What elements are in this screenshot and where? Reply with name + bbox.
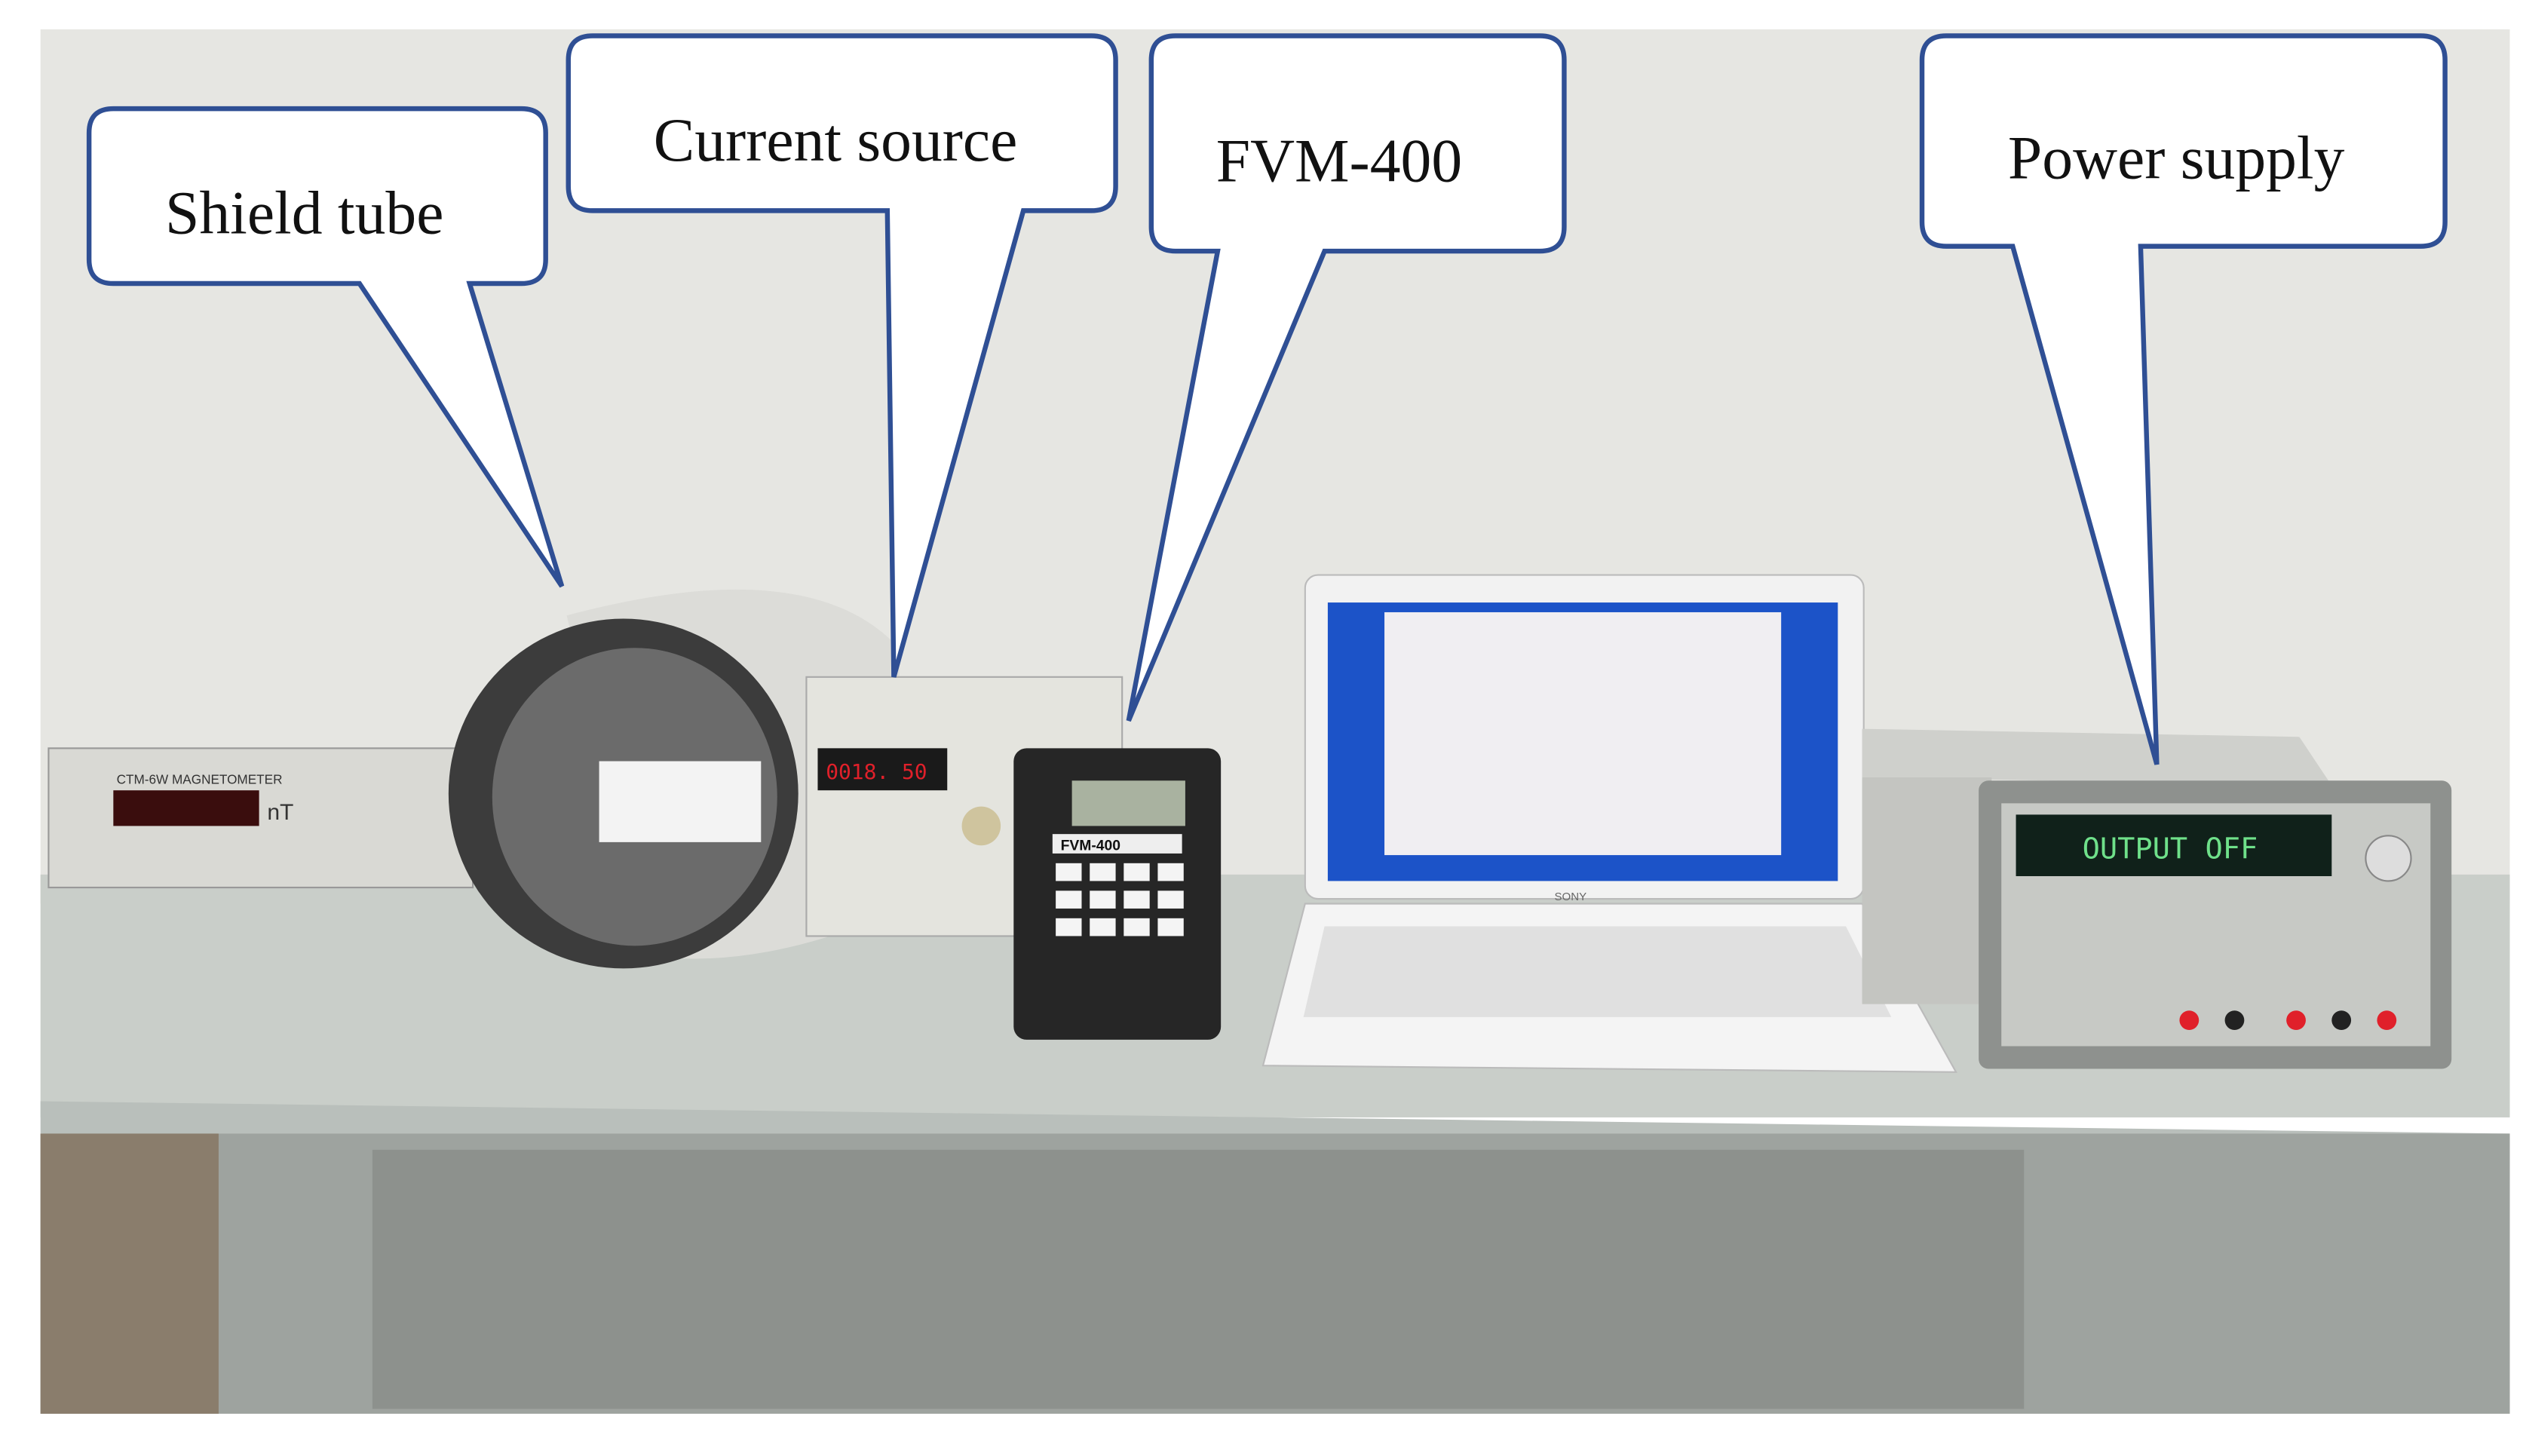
power-supply: OUTPUT OFF — [1862, 728, 2452, 1069]
laptop-brand: SONY — [1555, 890, 1587, 903]
laptop: SONY — [1261, 574, 1957, 1073]
magnetometer-unit: nT — [267, 800, 293, 825]
fvm-label: FVM-400 — [1061, 838, 1120, 854]
cabinet — [372, 1149, 2025, 1409]
magnetometer-title: CTM-6W MAGNETOMETER — [117, 772, 283, 787]
callout-power-supply: Power supply — [1919, 33, 2448, 765]
callout-current-source: Current source — [566, 33, 1118, 678]
callout-label: Shield tube — [165, 178, 443, 247]
callout-label: FVM-400 — [1216, 127, 1462, 195]
callout-label: Power supply — [2008, 123, 2345, 192]
left-box — [40, 1133, 219, 1414]
current-source-display: 0018. 50 — [826, 759, 927, 784]
callout-fvm-400: FVM-400 — [1126, 33, 1567, 722]
shield-tube — [448, 589, 907, 969]
fvm-400-device: FVM-400 — [1013, 748, 1222, 1040]
callout-label: Current source — [654, 106, 1018, 174]
power-supply-display: OUTPUT OFF — [2083, 832, 2258, 866]
magnetometer: CTM-6W MAGNETOMETER nT — [48, 747, 474, 889]
callout-shield-tube: Shield tube — [86, 106, 565, 588]
